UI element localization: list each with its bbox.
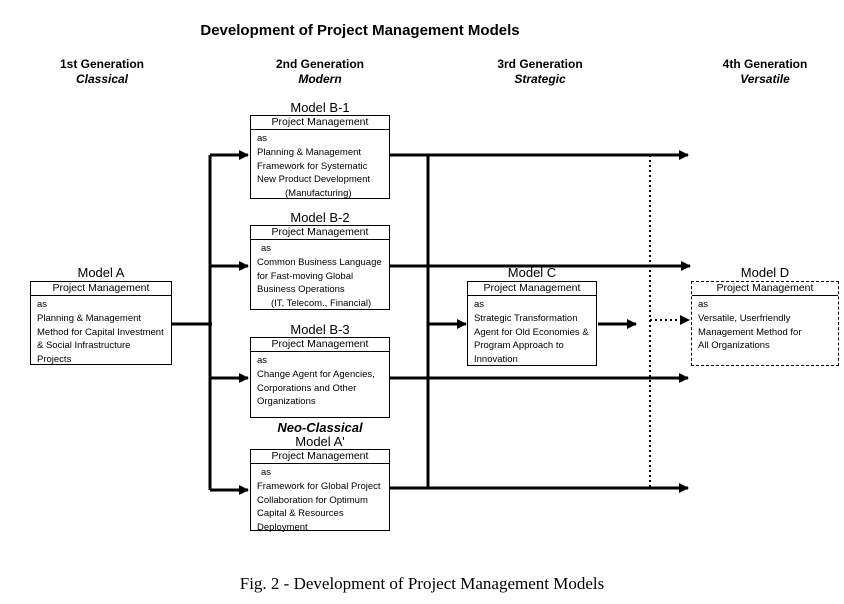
model-b1-line: Framework for Systematic: [257, 160, 368, 172]
model-c-line: Program Approach to: [474, 340, 564, 352]
model-d-body: as Versatile, Userfriendly Management Me…: [692, 296, 838, 353]
generation-2-sub: Modern: [298, 72, 342, 86]
model-a-line: & Social Infrastructure: [37, 340, 131, 352]
model-d-line: as: [698, 299, 709, 310]
model-b1-body: as Planning & Management Framework for S…: [251, 130, 389, 201]
model-a-prime-line: Capital & Resources: [257, 508, 344, 520]
model-c-line: as: [474, 299, 485, 310]
model-b1-line: as: [257, 133, 268, 144]
model-a-prime-box: Project Management as Framework for Glob…: [250, 449, 390, 533]
model-c-line: Innovation: [474, 354, 518, 366]
model-b2-line: for Fast-moving Global: [257, 270, 354, 282]
model-d-header: Project Management: [692, 282, 838, 296]
model-a-prime-body: as Framework for Global Project Collabor…: [251, 464, 389, 535]
figure-caption: Fig. 2 - Development of Project Manageme…: [239, 574, 605, 593]
model-a-line: Planning & Management: [37, 312, 142, 324]
model-a-line: Projects: [37, 354, 72, 366]
model-a-label: Model A: [77, 265, 125, 280]
model-c-body: as Strategic Transformation Agent for Ol…: [468, 296, 596, 367]
model-c-label: Model C: [507, 265, 557, 280]
model-b2-line: Common Business Language: [257, 256, 382, 268]
model-b2-line: as: [261, 243, 272, 254]
model-d-line: Management Method for: [698, 326, 802, 338]
generation-4-name: 4th Generation: [722, 57, 808, 71]
dotted-arrowhead: [680, 315, 690, 325]
model-c-header: Project Management: [468, 282, 596, 296]
model-b3-line: Change Agent for Agencies,: [257, 368, 375, 380]
generation-1-name: 1st Generation: [59, 57, 145, 71]
generation-3-sub: Strategic: [514, 72, 566, 86]
model-b2-line: Business Operations: [257, 284, 345, 296]
model-b3-box: Project Management as Change Agent for A…: [250, 337, 390, 418]
model-c-line: Agent for Old Economies &: [474, 326, 589, 338]
model-b3-body: as Change Agent for Agencies, Corporatio…: [251, 352, 389, 409]
model-d-label: Model D: [740, 265, 790, 280]
generation-4-header: 4th Generation Versatile: [705, 57, 825, 87]
model-d-line: Versatile, Userfriendly: [698, 312, 791, 324]
model-b1-line: New Product Development: [257, 174, 370, 186]
generation-3-header: 3rd Generation Strategic: [480, 57, 600, 87]
model-a-prime-line: as: [261, 467, 272, 478]
model-a-box: Project Management as Planning & Managem…: [30, 281, 172, 365]
model-b3-line: as: [257, 355, 268, 366]
model-b2-box: Project Management as Common Business La…: [250, 225, 390, 310]
model-a-prime-line: Deployment: [257, 522, 308, 534]
model-b1-box: Project Management as Planning & Managem…: [250, 115, 390, 199]
model-a-body: as Planning & Management Method for Capi…: [31, 296, 171, 367]
model-a-prime-label: Model A': [295, 434, 345, 449]
model-b3-label: Model B-3: [290, 322, 350, 337]
model-b1-header: Project Management: [251, 116, 389, 130]
model-b3-header: Project Management: [251, 338, 389, 352]
neo-classical-label: Neo-Classical: [277, 420, 363, 435]
diagram-title: Development of Project Management Models: [200, 22, 520, 39]
model-b2-line: (IT, Telecom., Financial): [271, 298, 372, 310]
model-b2-label: Model B-2: [290, 210, 350, 225]
model-b3-line: Corporations and Other: [257, 382, 357, 394]
model-b3-line: Organizations: [257, 396, 316, 408]
model-a-line: as: [37, 299, 48, 310]
model-c-box: Project Management as Strategic Transfor…: [467, 281, 597, 366]
model-b1-line: (Manufacturing): [285, 188, 352, 200]
model-d-line: All Organizations: [698, 340, 770, 352]
model-b2-body: as Common Business Language for Fast-mov…: [251, 240, 389, 311]
model-b2-header: Project Management: [251, 226, 389, 240]
generation-4-sub: Versatile: [740, 72, 790, 86]
generation-2-header: 2nd Generation Modern: [260, 57, 380, 87]
model-c-line: Strategic Transformation: [474, 312, 578, 324]
generation-3-name: 3rd Generation: [497, 57, 583, 71]
model-a-prime-line: Framework for Global Project: [257, 480, 381, 492]
model-a-line: Method for Capital Investment: [37, 326, 164, 338]
generation-1-header: 1st Generation Classical: [42, 57, 162, 87]
generation-2-name: 2nd Generation: [275, 57, 364, 71]
model-a-prime-header: Project Management: [251, 450, 389, 464]
model-b1-label: Model B-1: [290, 100, 350, 115]
model-b1-line: Planning & Management: [257, 146, 362, 158]
model-a-prime-line: Collaboration for Optimum: [257, 494, 368, 506]
generation-1-sub: Classical: [75, 72, 129, 86]
model-a-header: Project Management: [31, 282, 171, 296]
model-d-box: Project Management as Versatile, Userfri…: [691, 281, 839, 366]
